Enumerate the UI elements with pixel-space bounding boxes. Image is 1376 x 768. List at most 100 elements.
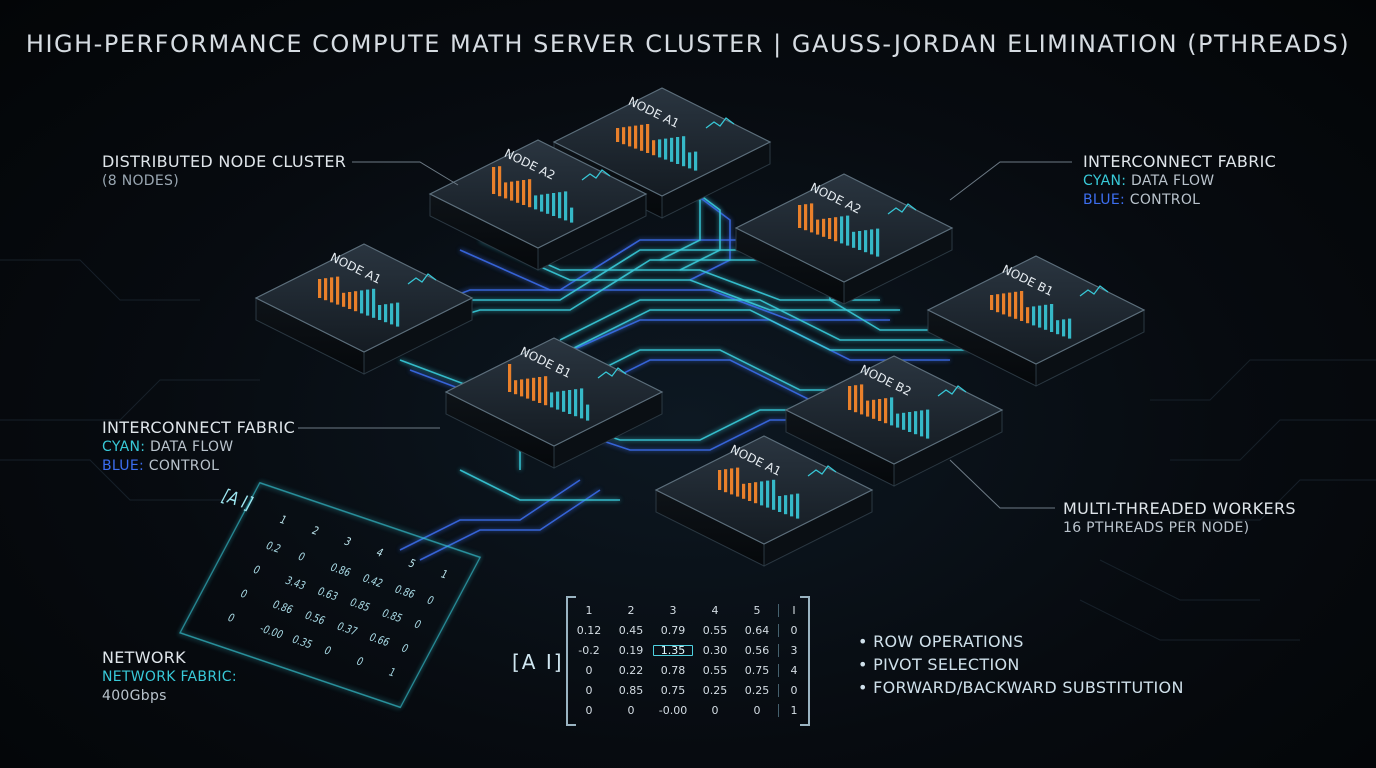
matrix-cell: 0: [627, 703, 635, 717]
thread-bar: [784, 495, 788, 515]
workers-title: MULTI-THREADED WORKERS: [1063, 499, 1296, 518]
thread-bar: [860, 384, 864, 415]
fabric-right-blue-text: CONTROL: [1125, 192, 1201, 208]
floating-matrix-cell: 0.85: [379, 608, 404, 625]
thread-bars: [990, 291, 1072, 339]
thread-bar: [664, 138, 668, 160]
thread-bar: [342, 292, 346, 307]
thread-bar: [1050, 304, 1054, 332]
thread-bar: [336, 276, 340, 305]
thread-bar: [516, 180, 520, 203]
matrix-cell: 0.56: [744, 643, 770, 657]
thread-bar: [670, 137, 674, 162]
floating-matrix-cell: 0: [238, 588, 249, 601]
operation-item: ROW OPERATIONS: [858, 630, 1184, 653]
fabric-left-blue: BLUE:: [102, 458, 145, 474]
sparkline: [937, 385, 967, 397]
floating-matrix-cell: 0.2: [263, 540, 282, 555]
thread-bar: [558, 192, 562, 219]
thread-bar: [348, 292, 352, 309]
thread-bar: [540, 194, 544, 212]
thread-bar: [828, 218, 832, 239]
compute-node: NODE A2: [734, 173, 954, 305]
thread-bar: [688, 152, 692, 169]
thread-bar: [816, 219, 820, 235]
floating-matrix-cell: 0.86: [270, 599, 295, 616]
floating-matrix-cell: 0.63: [315, 586, 340, 603]
compute-node: NODE A2: [428, 139, 648, 271]
thread-bar: [562, 390, 566, 412]
matrix-cell: 5: [753, 603, 761, 617]
network-title: NETWORK: [102, 648, 186, 667]
thread-bar: [1032, 306, 1036, 326]
thread-bar: [564, 191, 568, 221]
matrix-cell: -0.00: [658, 703, 688, 717]
floating-matrix-cell: 0.42: [360, 573, 385, 590]
thread-bar: [390, 303, 394, 325]
network-speed: 400Gbps: [102, 688, 167, 704]
thread-bar: [634, 125, 638, 149]
thread-bar: [1062, 319, 1066, 337]
thread-bars: [798, 203, 880, 257]
sparkline: [407, 273, 437, 285]
thread-bar: [552, 193, 556, 216]
network-fabric: NETWORK FABRIC:: [102, 669, 237, 685]
thread-bar: [1002, 293, 1006, 315]
control-trace: [459, 249, 890, 321]
thread-bar: [526, 378, 530, 399]
thread-bar: [1008, 292, 1012, 317]
thread-bar: [996, 294, 1000, 313]
matrix-cell: 0.19: [618, 643, 644, 657]
cluster-label-count: (8 NODES): [102, 173, 179, 189]
compute-node: NODE B2: [784, 355, 1004, 487]
thread-bar: [858, 231, 862, 250]
data-trace: [569, 309, 970, 351]
thread-bar: [378, 305, 382, 320]
floating-matrix-cell: 1: [386, 667, 397, 680]
thread-bar: [754, 482, 758, 504]
fabric-label-left: INTERCONNECT FABRIC CYAN: DATA FLOW BLUE…: [102, 418, 295, 476]
thread-bar: [902, 412, 906, 430]
matrix-cell: 1: [778, 703, 809, 717]
matrix-bracket-left: [566, 596, 576, 726]
thread-bar: [652, 140, 656, 156]
matrix-cell: 0.12: [576, 623, 602, 637]
thread-bar: [876, 228, 880, 257]
thread-bar: [742, 483, 746, 499]
thread-bar: [640, 124, 644, 151]
thread-bar: [760, 481, 764, 506]
matrix-cell: 0: [585, 703, 593, 717]
floating-matrix-cell: 0.86: [392, 584, 417, 601]
matrix-cell: 0.78: [660, 663, 686, 677]
thread-bar: [810, 203, 814, 233]
fabric-label-right: INTERCONNECT FABRIC CYAN: DATA FLOW BLUE…: [1083, 152, 1276, 210]
floating-header-cell: 4: [374, 547, 385, 560]
floating-header-cell: 3: [342, 536, 353, 549]
thread-bar: [822, 218, 826, 237]
thread-bar: [504, 182, 508, 199]
floating-matrix-cell: 0.56: [302, 610, 327, 627]
thread-bar: [718, 470, 722, 490]
matrix-cell: 0.75: [660, 683, 686, 697]
pivot-cell: 1.35: [652, 644, 694, 657]
matrix-cell: 0.25: [744, 683, 770, 697]
matrix-cell: I: [778, 603, 809, 617]
page-title: HIGH-PERFORMANCE COMPUTE MATH SERVER CLU…: [25, 30, 1351, 58]
matrix-cell: 0.25: [702, 683, 728, 697]
matrix-cell: 3: [669, 603, 677, 617]
thread-bar: [616, 128, 620, 142]
fabric-right-cyan: CYAN:: [1083, 173, 1127, 189]
floating-matrix-cell: 0.35: [290, 634, 315, 651]
thread-bar: [538, 377, 542, 403]
fabric-right-title: INTERCONNECT FABRIC: [1083, 152, 1277, 171]
floating-matrix-cell: 3.43: [283, 575, 308, 592]
thread-bar: [682, 136, 686, 167]
fabric-right-cyan-text: DATA FLOW: [1126, 173, 1215, 189]
floating-matrix: [A I]1234510.200.860.420.86003.430.630.8…: [179, 481, 482, 709]
floating-matrix-cell: 0.37: [335, 621, 360, 638]
floating-matrix-label: [A I]: [218, 485, 256, 513]
matrix-bracket-right: [800, 596, 810, 726]
background-traces: [0, 259, 1376, 641]
